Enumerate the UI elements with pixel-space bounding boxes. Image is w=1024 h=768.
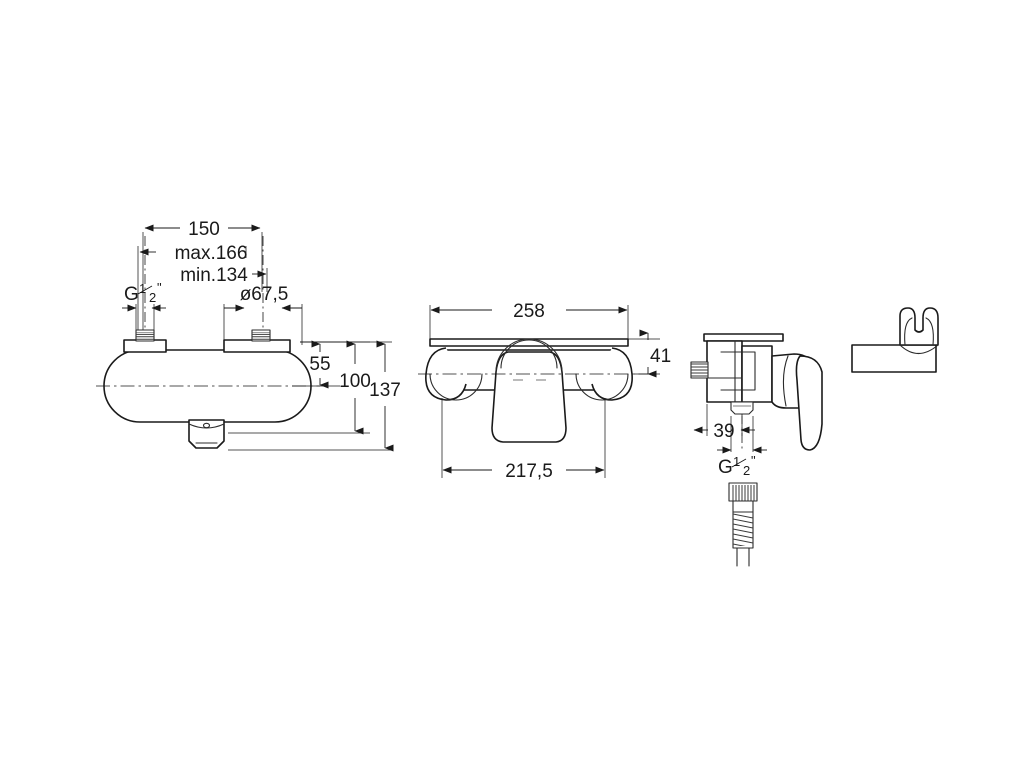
front-escutcheon-right xyxy=(591,347,633,401)
front-mounting-plate xyxy=(429,338,629,347)
label-diameter-675: ø67,5 xyxy=(223,284,303,345)
front-lever-cap-arc-inner xyxy=(500,339,558,369)
dim-55-label: 55 xyxy=(309,354,330,375)
dim-max-166: max.166 xyxy=(137,243,248,330)
dim-258-label: 258 xyxy=(513,301,545,322)
dim-150-label: 150 xyxy=(188,219,220,240)
accessory-hose-connector xyxy=(728,482,758,567)
hose-tail xyxy=(736,547,750,567)
side-lever-arm xyxy=(795,355,823,451)
front-lever-handle xyxy=(491,351,567,443)
diameter-675-label: ø67,5 xyxy=(240,284,289,305)
dim-2175-label: 217,5 xyxy=(505,461,553,482)
thread-left-g: G xyxy=(124,284,139,305)
thread-outlet-g: G xyxy=(718,457,733,478)
front-lever-cap-arc xyxy=(495,338,563,373)
side-outlet-nut xyxy=(730,401,754,415)
outlet-spout xyxy=(188,419,225,449)
side-inner-detail-1 xyxy=(720,351,756,391)
hose-neck xyxy=(732,500,754,513)
label-thread-g-half-outlet: G 1 2 " xyxy=(717,416,767,478)
thread-left-denominator: 2 xyxy=(149,290,156,305)
dim-2175: 217,5 xyxy=(441,398,606,482)
bracket-cradle-inner-left xyxy=(904,317,913,346)
side-inlet-thread xyxy=(690,361,709,379)
accessory-wall-bracket xyxy=(851,307,939,373)
side-housing-curve xyxy=(782,355,789,407)
bracket-junction-curve xyxy=(899,344,939,355)
dim-41-label: 41 xyxy=(650,346,671,367)
dim-max-166-label: max.166 xyxy=(175,243,248,264)
hose-spring-body xyxy=(732,511,754,549)
front-escutcheon-right-arc xyxy=(575,373,629,401)
bracket-cradle-inner-right xyxy=(925,317,934,346)
inlet-right-thread xyxy=(251,329,271,342)
dim-min-134: min.134 xyxy=(180,265,268,292)
bracket-arm xyxy=(851,344,937,373)
inlet-left-thread xyxy=(135,329,155,342)
dim-137: 137 xyxy=(228,340,401,452)
front-escutcheon-left-arc xyxy=(429,373,483,401)
bracket-cradle xyxy=(899,307,939,346)
thread-left-numerator: 1 xyxy=(139,281,146,296)
thread-outlet-unit: " xyxy=(751,453,756,468)
dim-39-label: 39 xyxy=(713,421,734,442)
view-side-profile: 39 G 1 2 " xyxy=(690,333,823,478)
inlet-right-shoulder xyxy=(223,339,291,353)
dim-min-134-label: min.134 xyxy=(180,265,248,286)
dim-41: 41 xyxy=(628,329,671,378)
inlet-left-shoulder xyxy=(123,339,167,353)
view-section-side: 150 max.166 min.134 G 1 2 " xyxy=(96,219,401,452)
thread-outlet-denominator: 2 xyxy=(743,463,750,478)
thread-outlet-numerator: 1 xyxy=(733,454,740,469)
dim-137-label: 137 xyxy=(369,380,401,401)
side-mid-block xyxy=(741,345,773,403)
dim-100-label: 100 xyxy=(339,371,371,392)
view-front-elevation: 258 41 xyxy=(418,301,671,482)
dim-150: 150 xyxy=(142,219,263,330)
dim-258: 258 xyxy=(429,301,629,340)
thread-left-unit: " xyxy=(157,280,162,295)
label-thread-g-half-left: G 1 2 " xyxy=(122,280,166,336)
side-wall-plate xyxy=(703,333,784,342)
side-rear-block xyxy=(706,340,743,403)
